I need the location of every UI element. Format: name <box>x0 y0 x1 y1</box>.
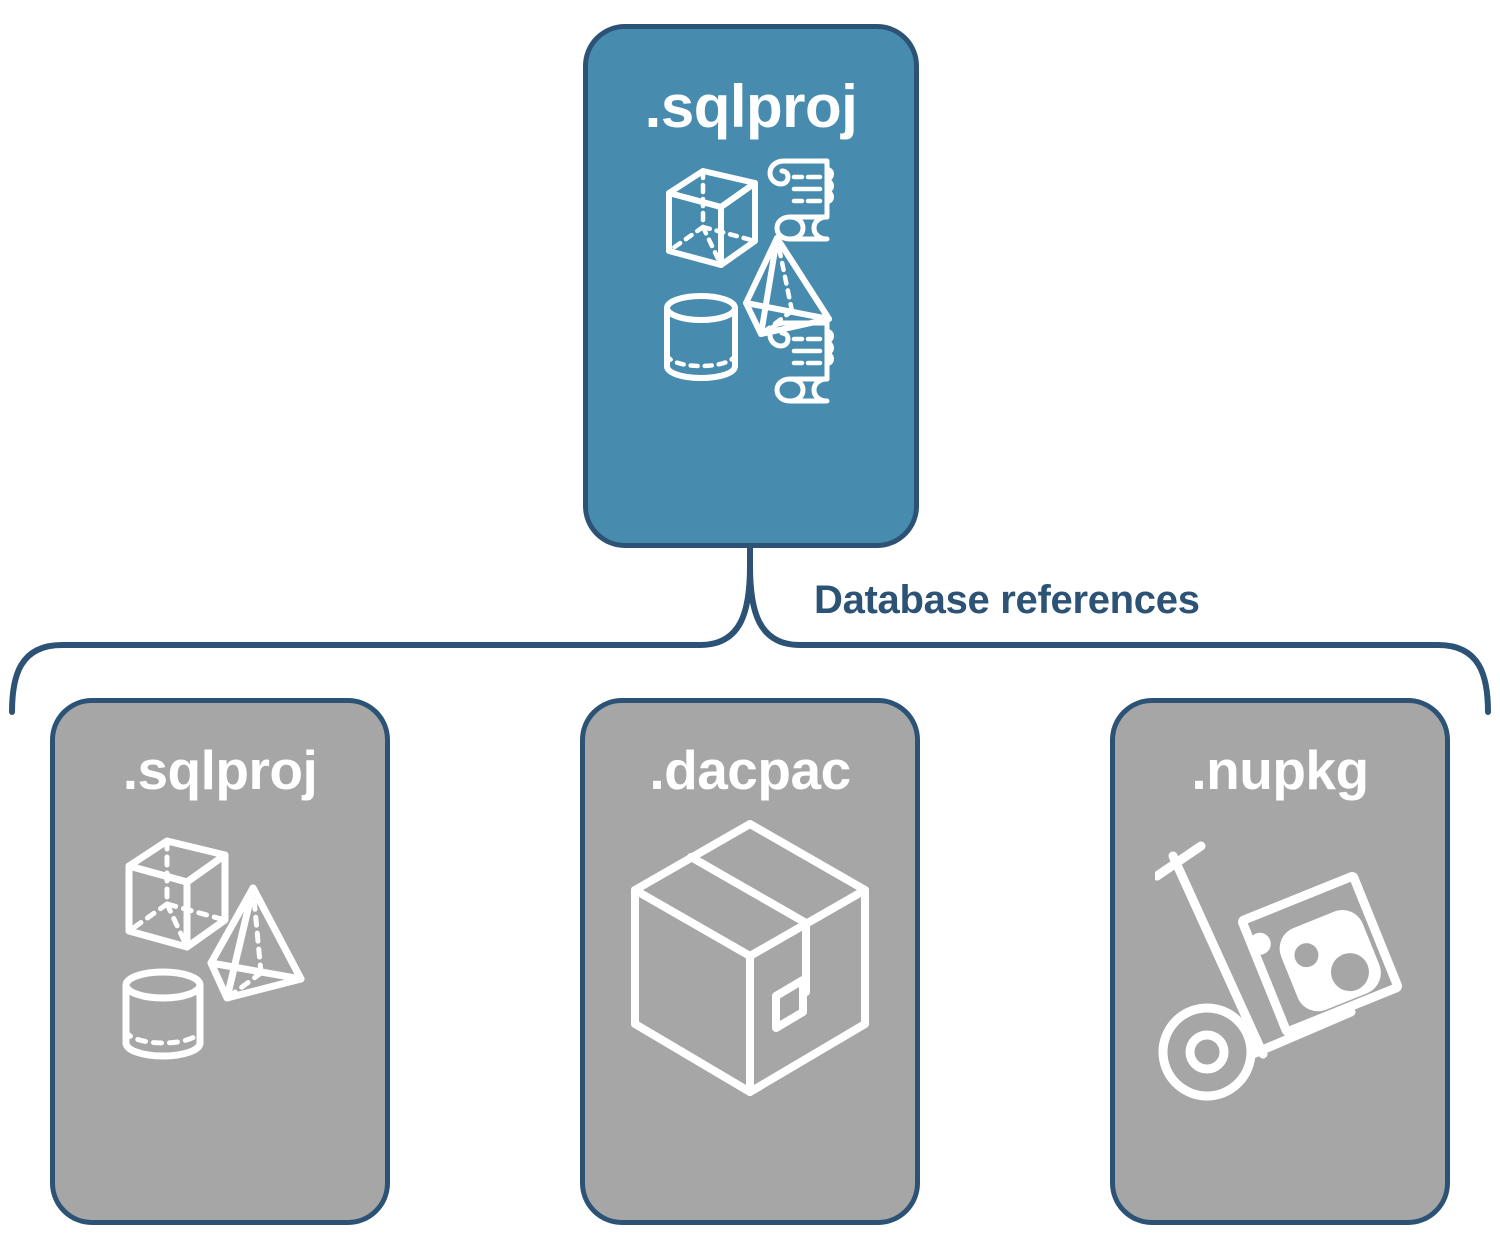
package-box-icon <box>631 820 869 1096</box>
node-sqlproj-reference[interactable]: .sqlproj <box>50 698 390 1225</box>
scroll-icon <box>767 158 834 242</box>
cylinder-icon <box>122 968 204 1060</box>
node-nupkg-icons <box>1155 816 1405 1106</box>
node-dacpac[interactable]: .dacpac <box>580 698 920 1225</box>
node-sqlproj-root[interactable]: .sqlproj <box>583 24 919 548</box>
nuget-package-icon <box>1237 871 1403 1037</box>
node-sqlproj-root-label: .sqlproj <box>644 73 858 140</box>
node-nupkg-label: .nupkg <box>1191 739 1369 801</box>
cube-icon <box>666 168 758 268</box>
cube-icon <box>125 837 229 951</box>
node-nupkg[interactable]: .nupkg <box>1110 698 1450 1225</box>
node-dacpac-label: .dacpac <box>649 739 851 801</box>
node-sqlproj-reference-label: .sqlproj <box>122 739 318 801</box>
node-sqlproj-root-icons <box>651 151 851 421</box>
pyramid-icon <box>207 884 305 1002</box>
connector-label: Database references <box>814 578 1200 622</box>
cylinder-icon <box>664 293 738 381</box>
hand-truck-icon <box>1155 841 1356 1101</box>
node-dacpac-icons <box>625 816 875 1106</box>
pyramid-icon <box>743 235 832 337</box>
scroll-icon <box>767 320 834 404</box>
node-sqlproj-reference-icons <box>105 816 335 1066</box>
